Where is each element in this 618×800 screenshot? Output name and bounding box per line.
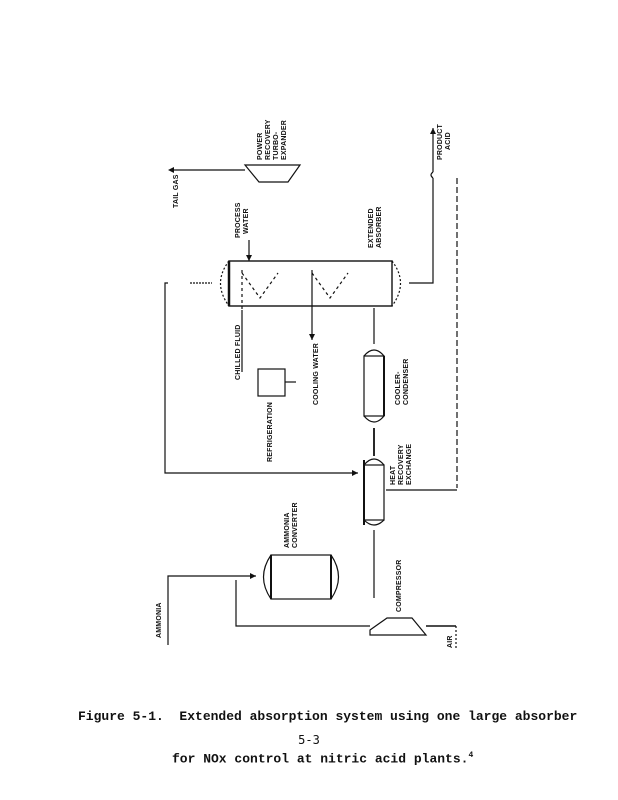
label-ammonia-converter: AMMONIA <box>284 512 291 548</box>
label-heat-recovery: EXCHANGE <box>406 444 413 485</box>
label-heat-recovery: RECOVERY <box>398 444 405 485</box>
caption-reference: 4 <box>468 751 474 760</box>
label-power-recovery: TURBO- <box>273 131 280 160</box>
figure-caption: Figure 5-1. Extended absorption system u… <box>78 684 578 778</box>
turbo-expander <box>243 164 302 183</box>
label-air: AIR <box>447 635 454 648</box>
label-cooler-condenser: COOLER- <box>395 371 402 405</box>
label-tail-gas: TAIL GAS <box>173 174 180 208</box>
page-number: 5-3 <box>298 733 320 747</box>
ammonia-converter <box>262 554 340 600</box>
label-ammonia-converter: CONVERTER <box>292 502 299 548</box>
label-power-recovery: RECOVERY <box>265 119 272 160</box>
label-product-acid: ACID <box>445 132 452 150</box>
label-cooling-water: COOLING WATER <box>313 343 320 405</box>
label-compressor: COMPRESSOR <box>396 559 403 612</box>
caption-line-2-text: for NOx control at nitric acid plants. <box>172 751 469 767</box>
label-cooler-condenser: CONDENSER <box>403 358 410 405</box>
heat-recovery-exchanger <box>363 458 385 526</box>
label-ammonia: AMMONIA <box>156 602 163 638</box>
product-acid-line <box>409 178 434 284</box>
label-heat-recovery: HEAT <box>390 465 397 485</box>
label-product-acid: PRODUCT <box>437 123 444 160</box>
cooler-condenser <box>363 349 385 423</box>
label-power-recovery: EXPANDER <box>281 120 288 160</box>
label-chilled-fluid: CHILLED FLUID <box>235 325 242 380</box>
caption-line-1: Figure 5-1. Extended absorption system u… <box>78 709 578 724</box>
label-power-recovery: POWER <box>257 133 264 160</box>
label-process-water: WATER <box>243 208 250 234</box>
caption-line-2: for NOx control at nitric acid plants.4 <box>78 749 578 765</box>
label-refrigeration: REFRIGERATION <box>267 402 274 462</box>
compressor <box>369 617 428 636</box>
refrigeration-unit <box>257 368 286 397</box>
label-extended-absorber: ABSORBER <box>376 206 383 248</box>
label-extended-absorber: EXTENDED <box>368 208 375 248</box>
extended-absorber <box>219 260 402 340</box>
label-process-water: PROCESS <box>235 202 242 238</box>
